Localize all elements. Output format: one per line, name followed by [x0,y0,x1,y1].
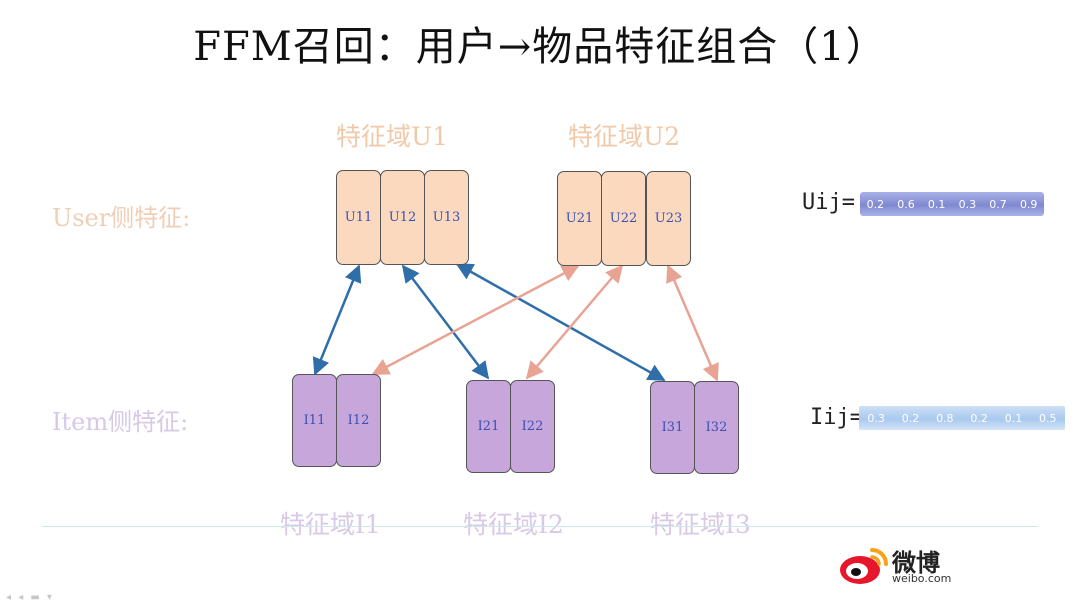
arrow-u11-i11 [312,264,362,376]
feature-box-i31: I31 [650,381,695,474]
feature-box-u22: U22 [601,171,646,266]
feature-box-u23: U23 [646,171,691,266]
uij-value: 0.1 [927,197,946,211]
iij-label: Iij= [810,405,863,430]
iij-value: 0.3 [867,411,885,425]
feature-box-i11: I11 [292,374,337,467]
feature-box-i22: I22 [510,380,555,473]
iij-value: 0.8 [936,411,954,425]
weibo-logo-icon [840,548,888,584]
feature-box-i32: I32 [694,381,739,474]
item-side-label: Item侧特征: [52,408,189,436]
divider-line [42,526,1038,527]
feature-box-u21: U21 [557,171,602,266]
domain-label-i3: 特征域I3 [650,510,751,539]
weibo-logo-url: weibo.com [892,572,952,585]
feature-box-i12: I12 [336,374,381,467]
iij-value: 0.5 [1039,411,1057,425]
slide-title: FFM召回：用户→物品特征组合（1） [193,24,887,70]
uij-value: 0.3 [958,197,977,211]
weibo-logo-text: 微博 [892,549,940,577]
domain-label-u2: 特征域U2 [568,122,680,151]
uij-value: 0.2 [866,197,885,211]
iij-value: 0.2 [970,411,988,425]
uij-label: Uij= [802,190,855,215]
feature-box-u13: U13 [424,170,469,265]
uij-value: 0.9 [1019,197,1038,211]
iij-value: 0.2 [901,411,920,425]
iij-value: 0.1 [1004,411,1023,425]
domain-label-i2: 特征域I2 [463,510,564,539]
arrow-u22-i22 [525,264,624,380]
feature-box-i21: I21 [466,380,511,473]
feature-box-u12: U12 [380,170,425,265]
iij-vector: 0.3 0.2 0.8 0.2 0.1 0.5 [859,406,1065,430]
uij-value: 0.7 [989,197,1007,211]
uij-value: 0.6 [897,197,915,211]
arrow-u12-i21 [401,264,490,380]
uij-vector: 0.2 0.6 0.1 0.3 0.7 0.9 [860,192,1044,216]
feature-box-u11: U11 [336,170,381,265]
arrow-u23-i32 [666,264,719,382]
domain-label-i1: 特征域I1 [280,510,381,539]
slide-nav-icons: ◂ ◂ ▬ ▾ [6,592,55,603]
arrow-u21-i12 [371,264,580,376]
arrow-u13-i31 [455,262,666,382]
user-side-label: User侧特征: [52,204,191,232]
domain-label-u1: 特征域U1 [336,122,448,151]
